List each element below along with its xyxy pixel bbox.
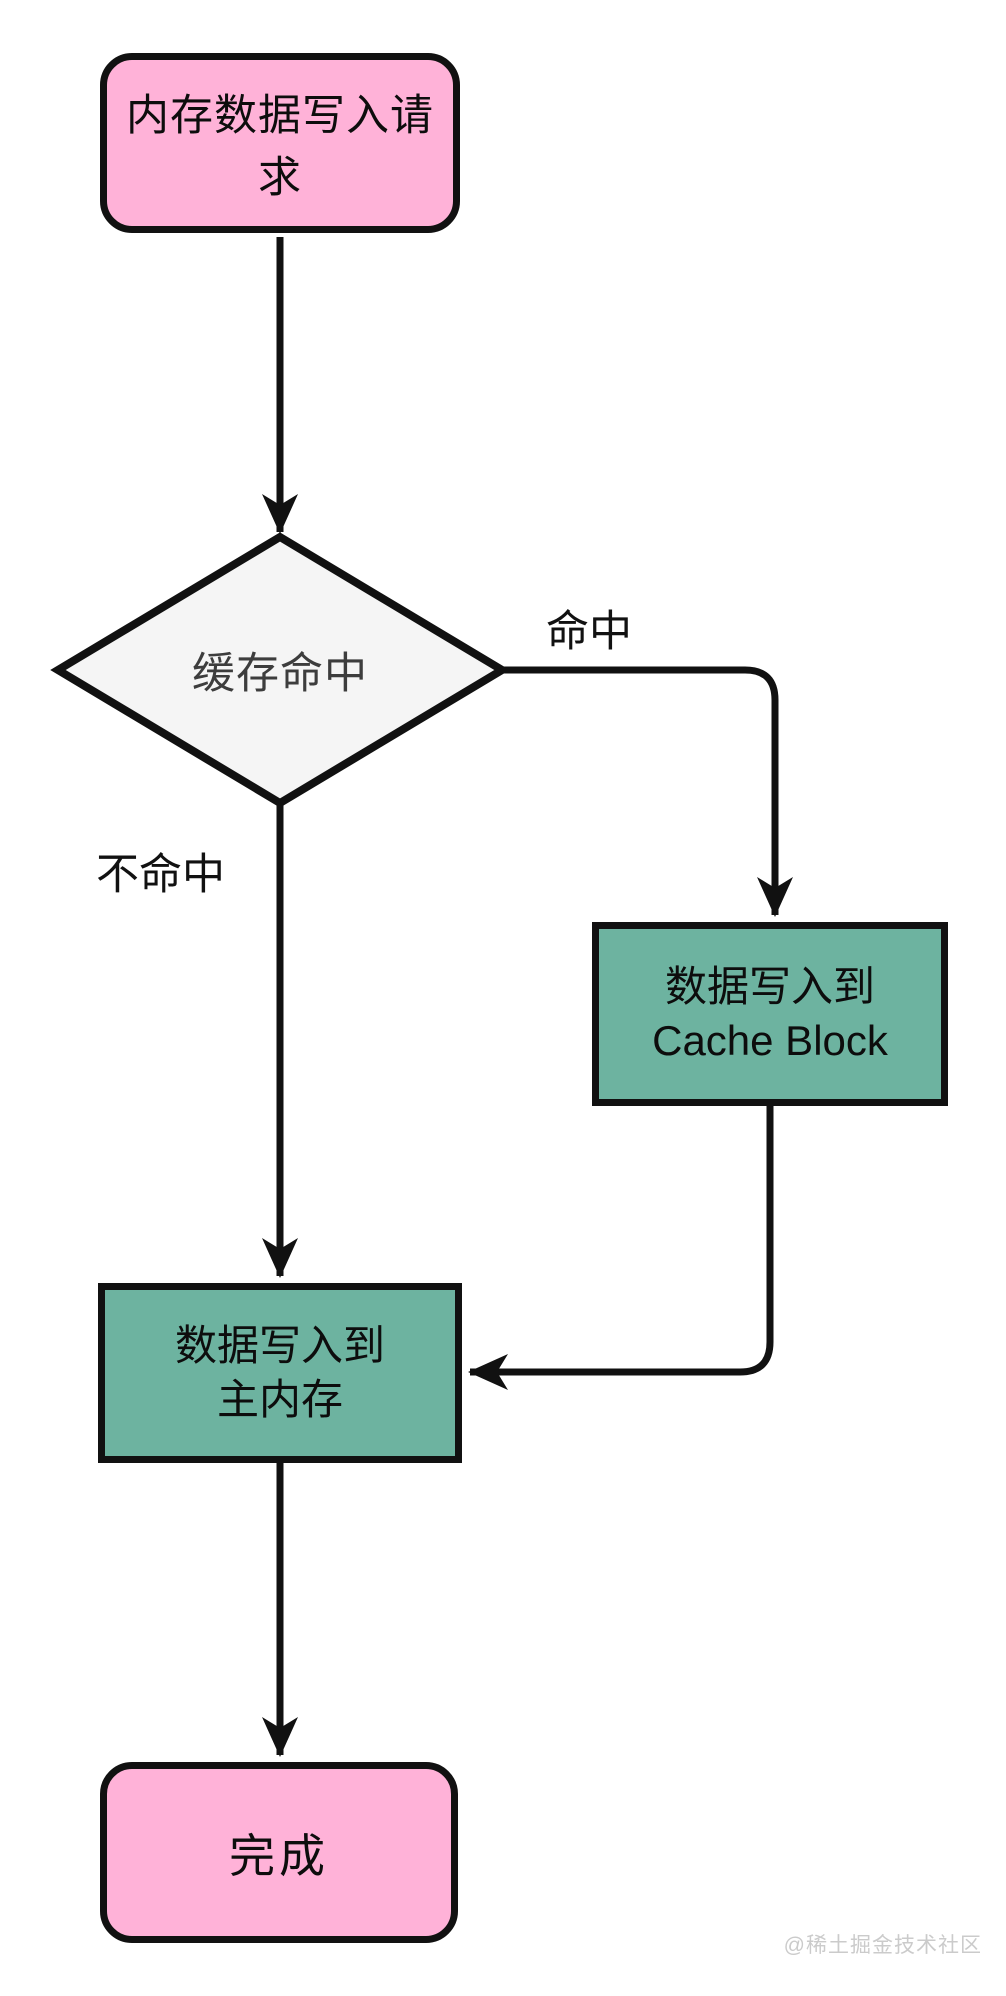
node-memory-write-line1: 数据写入到 — [174, 1322, 385, 1370]
edge-label-miss: 不命中 — [96, 851, 225, 899]
node-done-label: 完成 — [229, 1829, 329, 1882]
node-done: 完成 — [100, 1762, 458, 1943]
node-start-label: 内存数据写入请求 — [126, 92, 434, 202]
edge-decision-to-cache — [502, 666, 793, 917]
node-memory-write-line2: 主内存 — [216, 1376, 343, 1423]
node-cache-write: 数据写入到 Cache Block — [592, 922, 948, 1106]
node-memory-write: 数据写入到 主内存 — [98, 1283, 462, 1463]
node-cache-write-line2: Cache Block — [652, 1017, 888, 1064]
node-decision: 缓存命中 — [56, 618, 504, 722]
node-start: 内存数据写入请求 — [100, 53, 460, 233]
node-cache-write-line1: 数据写入到 — [664, 963, 875, 1011]
watermark: @稀土掘金技术社区 — [783, 1934, 982, 1957]
node-decision-label: 缓存命中 — [192, 650, 368, 698]
edge-label-hit: 命中 — [546, 608, 632, 656]
edge-cache-to-memory — [468, 1106, 774, 1390]
